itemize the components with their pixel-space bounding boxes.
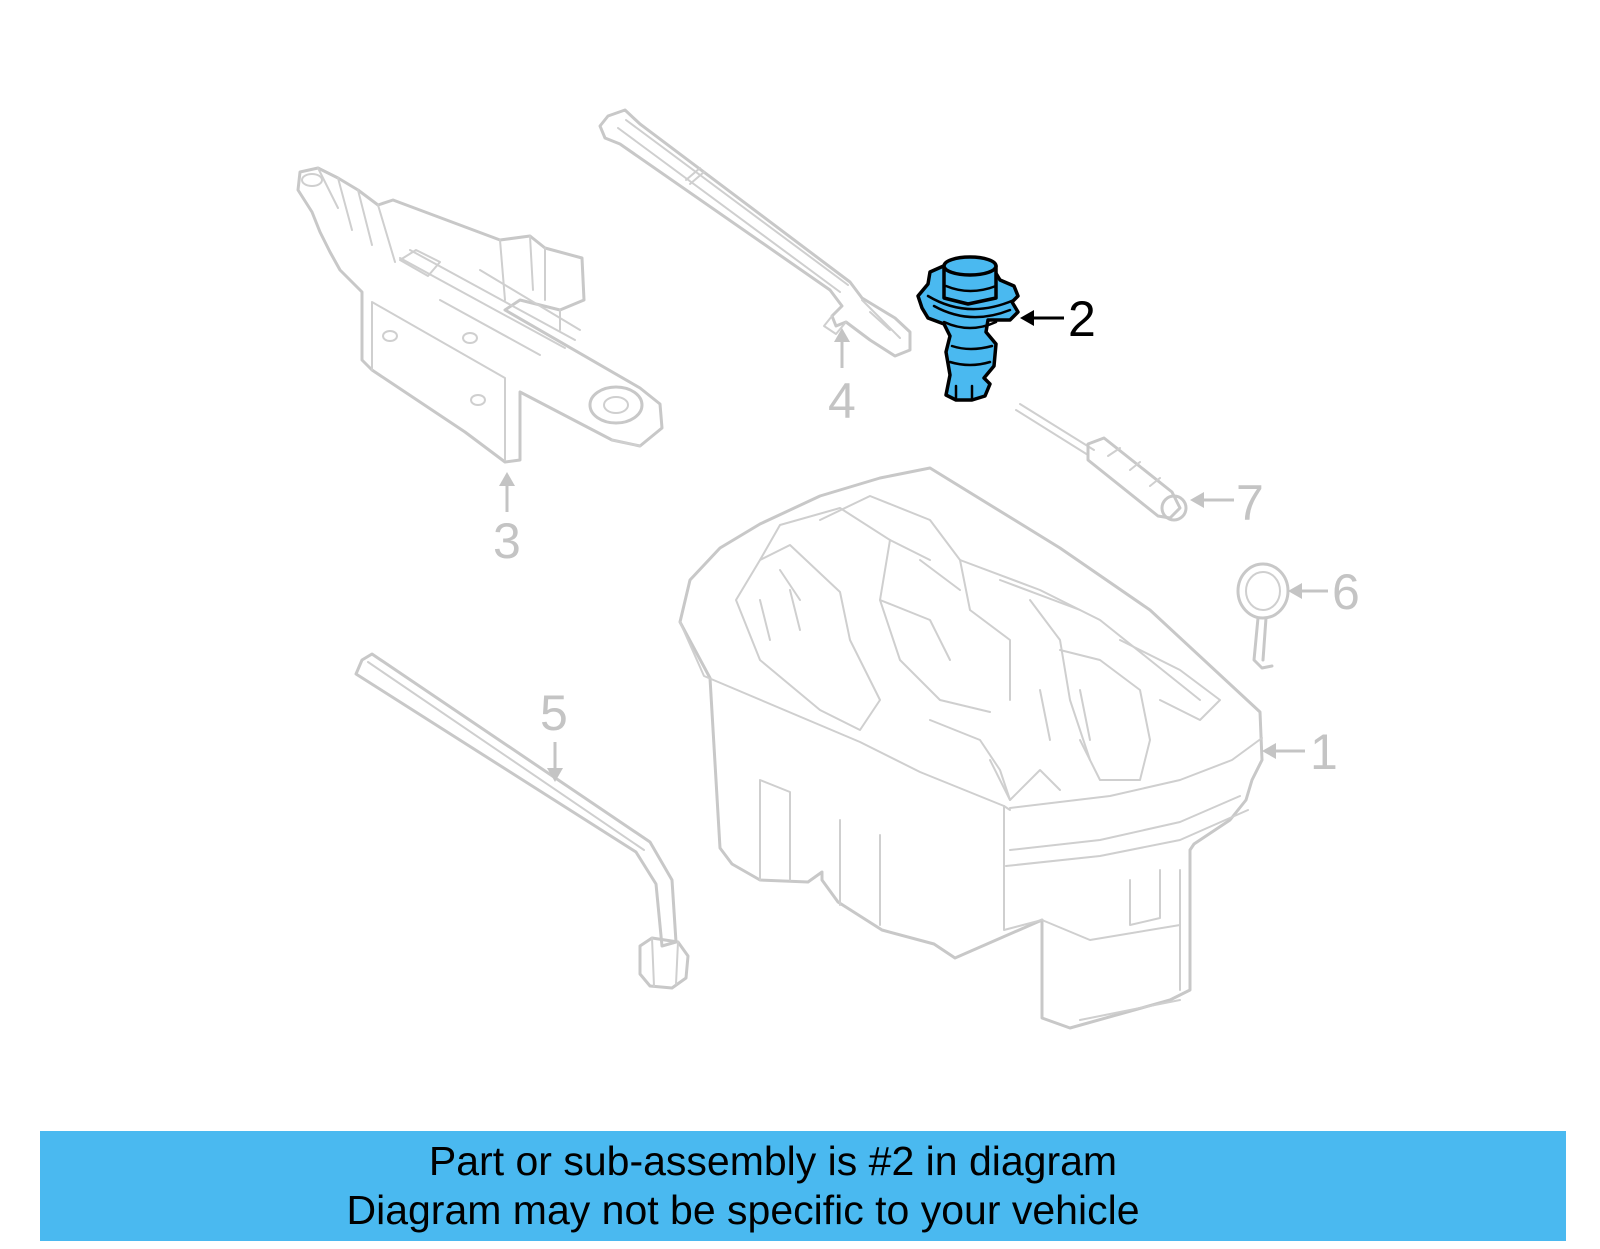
callout-1: 1 xyxy=(1262,724,1338,780)
storage-tray-part[interactable] xyxy=(678,466,1264,1030)
callout-2-label: 2 xyxy=(1068,291,1096,347)
callout-4-label: 4 xyxy=(828,373,856,429)
callout-7: 7 xyxy=(1190,475,1264,531)
callout-7-label: 7 xyxy=(1236,475,1264,531)
banner-line-part-number: Part or sub-assembly is #2 in diagram xyxy=(428,1138,1118,1184)
callout-6: 6 xyxy=(1288,564,1360,620)
callout-4: 4 xyxy=(828,328,856,429)
callout-3-label: 3 xyxy=(493,513,521,569)
ring-hook-part[interactable] xyxy=(1236,562,1290,670)
wrench-handle-part[interactable] xyxy=(598,108,912,358)
callout-5-label: 5 xyxy=(540,685,568,741)
callout-3: 3 xyxy=(493,472,521,569)
callout-1-label: 1 xyxy=(1310,724,1338,780)
callout-2: 2 xyxy=(1020,291,1096,347)
banner-line-disclaimer: Diagram may not be specific to your vehi… xyxy=(346,1187,1140,1233)
scissor-jack-part[interactable] xyxy=(296,166,664,464)
highlighted-plug-part[interactable] xyxy=(916,255,1020,402)
callout-5: 5 xyxy=(540,685,568,782)
screwdriver-tool-part[interactable] xyxy=(1015,403,1188,522)
rod-part[interactable] xyxy=(354,652,690,990)
info-banner: Part or sub-assembly is #2 in diagram Di… xyxy=(40,1131,1566,1241)
callout-6-label: 6 xyxy=(1332,564,1360,620)
